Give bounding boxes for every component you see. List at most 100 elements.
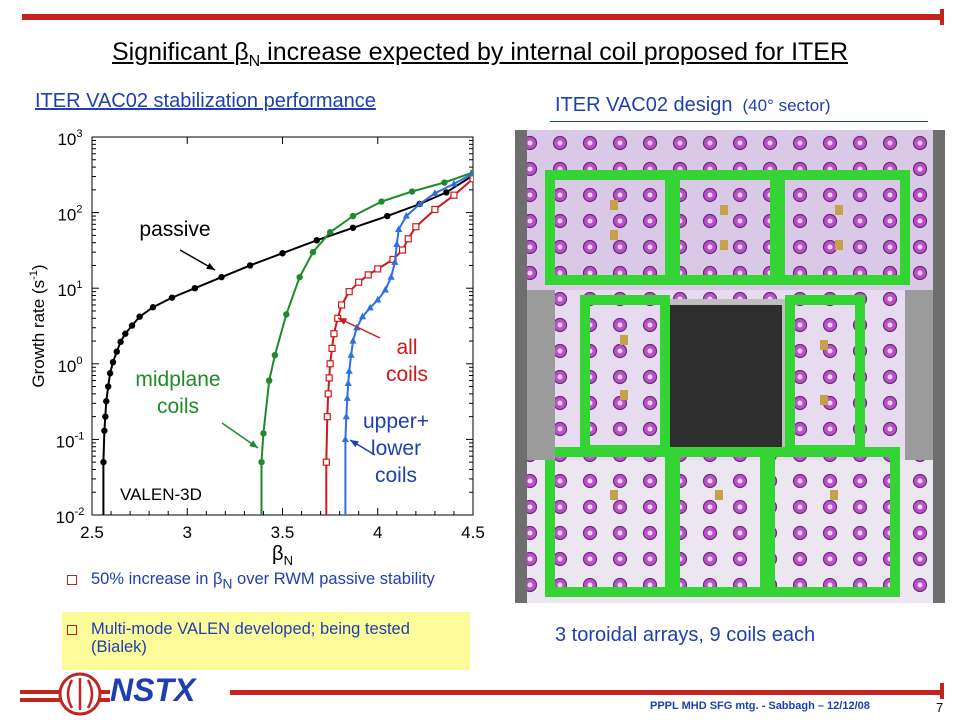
data-point bbox=[349, 212, 357, 220]
data-point bbox=[441, 179, 448, 186]
data-point bbox=[117, 338, 124, 346]
data-point bbox=[328, 344, 336, 352]
data-point bbox=[313, 237, 320, 244]
data-point bbox=[326, 229, 334, 236]
data-point bbox=[271, 351, 279, 359]
data-point bbox=[326, 360, 334, 368]
data-point bbox=[347, 351, 355, 358]
valen-annotation: VALEN-3D bbox=[120, 485, 202, 504]
footer-citation: PPPL MHD SFG mtg. - Sabbagh – 12/12/08 bbox=[650, 700, 870, 712]
data-point bbox=[345, 367, 353, 374]
data-point bbox=[283, 311, 290, 318]
data-point bbox=[102, 413, 109, 420]
label-arrowhead bbox=[350, 440, 359, 448]
data-point bbox=[325, 374, 333, 382]
beta-symbol: β bbox=[234, 38, 249, 66]
data-point bbox=[324, 390, 332, 398]
data-point bbox=[343, 394, 351, 401]
data-point bbox=[104, 383, 112, 390]
label-arrowhead bbox=[338, 318, 347, 325]
y-tick-label: 10-2 bbox=[56, 506, 85, 527]
data-point bbox=[402, 212, 410, 219]
data-point bbox=[381, 285, 389, 293]
page-number: 7 bbox=[936, 700, 944, 715]
data-point bbox=[431, 205, 439, 214]
y-tick-label: 102 bbox=[57, 204, 82, 225]
data-point bbox=[258, 458, 265, 466]
data-point bbox=[469, 169, 473, 177]
data-point bbox=[103, 398, 110, 405]
chart-heading: ITER VAC02 stabilization performance bbox=[35, 90, 376, 112]
series-line bbox=[344, 172, 473, 515]
data-point bbox=[260, 430, 267, 437]
data-point bbox=[395, 225, 403, 232]
data-point bbox=[398, 246, 407, 254]
data-point bbox=[349, 337, 357, 344]
data-point bbox=[322, 458, 330, 466]
data-point bbox=[330, 330, 338, 338]
data-point bbox=[246, 262, 254, 269]
data-point bbox=[345, 288, 353, 296]
data-point bbox=[265, 377, 273, 384]
data-point bbox=[450, 191, 458, 199]
data-point bbox=[323, 413, 331, 421]
data-point bbox=[296, 273, 303, 281]
data-point bbox=[378, 198, 385, 205]
data-point bbox=[191, 285, 199, 292]
series-2 bbox=[322, 175, 473, 515]
iter-vac02-coil-rendering bbox=[515, 130, 945, 603]
series-label: passive bbox=[139, 218, 210, 241]
data-point bbox=[412, 223, 420, 231]
data-point bbox=[443, 189, 450, 196]
x-tick-label: 3.5 bbox=[271, 523, 295, 542]
x-tick-label: 4.5 bbox=[461, 523, 485, 542]
data-point bbox=[106, 370, 114, 377]
data-point bbox=[355, 278, 363, 286]
slide-title: Significant βN increase expected by inte… bbox=[111, 38, 849, 70]
data-point bbox=[101, 427, 108, 434]
data-point bbox=[416, 199, 424, 207]
data-point bbox=[136, 313, 143, 320]
y-tick-label: 10-1 bbox=[56, 430, 85, 451]
data-point bbox=[450, 179, 458, 187]
data-point bbox=[341, 435, 349, 442]
highlight-box bbox=[62, 612, 470, 670]
bullet-marker bbox=[67, 575, 77, 585]
nstx-wordmark: NSTX bbox=[110, 672, 196, 708]
data-point bbox=[374, 265, 382, 273]
data-point bbox=[384, 212, 391, 220]
design-heading-rule bbox=[550, 121, 928, 122]
series-3 bbox=[341, 169, 473, 515]
design-heading: ITER VAC02 design(40° sector) bbox=[555, 94, 831, 116]
bottom-rule bbox=[230, 690, 944, 695]
data-point bbox=[431, 189, 439, 196]
data-point bbox=[387, 273, 395, 280]
x-tick-label: 4 bbox=[373, 523, 382, 542]
nstx-logo-icon bbox=[20, 672, 110, 716]
series-line bbox=[260, 171, 473, 515]
data-point bbox=[128, 322, 136, 329]
series-0 bbox=[100, 172, 473, 515]
design-caption: 3 toroidal arrays, 9 coils each bbox=[555, 624, 816, 646]
label-arrowhead bbox=[206, 262, 215, 270]
label-arrowhead bbox=[249, 440, 258, 448]
data-point bbox=[349, 224, 357, 231]
top-rule bbox=[22, 14, 942, 20]
y-axis-label: Growth rate (s-1) bbox=[28, 264, 48, 387]
data-point bbox=[393, 240, 401, 247]
data-point bbox=[279, 250, 286, 257]
bullet-rwm-increase: 50% increase in βN over RWM passive stab… bbox=[67, 570, 451, 593]
y-tick-label: 101 bbox=[57, 279, 82, 300]
data-point bbox=[342, 412, 350, 420]
x-axis-label: βN bbox=[272, 543, 293, 568]
data-point bbox=[358, 312, 367, 320]
bottom-rule-cap bbox=[940, 683, 944, 699]
data-point bbox=[218, 273, 225, 281]
data-point bbox=[149, 304, 157, 311]
data-point bbox=[391, 258, 399, 265]
data-point bbox=[374, 295, 382, 303]
